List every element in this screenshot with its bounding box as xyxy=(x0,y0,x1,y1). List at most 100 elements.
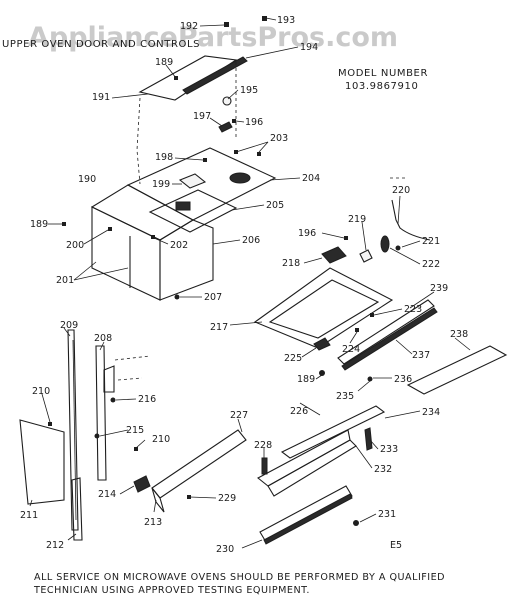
watermark: AppliancePartsPros.com xyxy=(28,22,398,53)
part-208-tab xyxy=(103,365,115,393)
part-204-top-cover xyxy=(126,147,277,221)
part-216-screw xyxy=(110,397,116,403)
section-title: UPPER OVEN DOOR AND CONTROLS xyxy=(2,39,200,50)
label-211: 211 xyxy=(20,510,38,521)
top-trim-assembly xyxy=(136,16,267,185)
part-233-spacer xyxy=(364,427,373,451)
label-198: 198 xyxy=(155,152,173,163)
model-number: 103.9867910 xyxy=(345,81,418,92)
label-205: 205 xyxy=(266,200,284,211)
part-236-screw xyxy=(367,376,373,382)
label-216: 216 xyxy=(138,394,156,405)
label-204: 204 xyxy=(302,173,320,184)
label-235: 235 xyxy=(336,391,354,402)
part-199-bracket xyxy=(178,173,207,189)
side-rails-assembly xyxy=(19,329,151,541)
part-222-switch xyxy=(380,235,390,253)
label-195: 195 xyxy=(240,85,258,96)
part-231-screw xyxy=(353,520,359,526)
label-224: 224 xyxy=(342,344,360,355)
part-238-plate xyxy=(406,345,508,395)
label-190: 190 xyxy=(78,174,96,185)
part-210-screw-a xyxy=(48,422,52,426)
label-213: 213 xyxy=(144,517,162,528)
part-230-handle xyxy=(259,485,353,543)
part-226-trim xyxy=(280,405,386,459)
label-209: 209 xyxy=(60,320,78,331)
part-208-rail xyxy=(95,345,107,481)
part-203-screw-b xyxy=(257,152,261,156)
label-238: 238 xyxy=(450,329,468,340)
label-218: 218 xyxy=(282,258,300,269)
label-189-side: 189 xyxy=(30,219,48,230)
part-225-clip xyxy=(313,337,331,351)
footer-note-line2: TECHNICIAN USING APPROVED TESTING EQUIPM… xyxy=(33,585,310,596)
part-228-hinge xyxy=(261,457,268,475)
label-210-b: 210 xyxy=(152,434,170,445)
part-190-box-front xyxy=(91,206,161,301)
control-panel-assembly xyxy=(62,147,277,301)
page-code: E5 xyxy=(390,540,402,551)
part-207-screw xyxy=(174,294,180,300)
part-221-nut xyxy=(395,245,401,251)
part-210-screw-b xyxy=(134,447,138,451)
part-206-side-panel xyxy=(159,219,214,301)
footer-note-line1: ALL SERVICE ON MICROWAVE OVENS SHOULD BE… xyxy=(34,572,445,583)
part-239-strip xyxy=(337,299,435,365)
label-236: 236 xyxy=(394,374,412,385)
part-200-screw xyxy=(108,227,112,231)
part-196-screw-b xyxy=(344,236,348,240)
label-229: 229 xyxy=(218,493,236,504)
part-196-screw-a xyxy=(232,119,236,123)
label-230: 230 xyxy=(216,544,234,555)
part-215-screw xyxy=(94,433,100,439)
part-217-frame-outer xyxy=(253,267,394,349)
part-189-screw-door xyxy=(319,370,325,376)
part-189-screw-side xyxy=(62,222,66,226)
part-223-screw xyxy=(370,313,374,317)
label-193: 193 xyxy=(277,15,295,26)
part-232-glass-top xyxy=(257,429,351,487)
label-212: 212 xyxy=(46,540,64,551)
label-232: 232 xyxy=(374,464,392,475)
lower-door-assembly xyxy=(133,405,386,545)
part-193-screw xyxy=(262,16,267,21)
label-191: 191 xyxy=(92,92,110,103)
label-194: 194 xyxy=(300,42,318,53)
part-204-opening xyxy=(229,172,251,184)
part-209-long-rail xyxy=(67,329,79,531)
label-196-door: 196 xyxy=(298,228,316,239)
part-227-flange xyxy=(151,487,165,513)
part-230-handle-edge xyxy=(263,493,353,545)
door-frame-assembly xyxy=(253,177,508,395)
label-207: 207 xyxy=(204,292,222,303)
label-231: 231 xyxy=(378,509,396,520)
label-233: 233 xyxy=(380,444,398,455)
label-189-top: 189 xyxy=(155,57,173,68)
part-195-nut xyxy=(222,96,232,106)
label-208: 208 xyxy=(94,333,112,344)
part-205-inner-plate xyxy=(148,189,238,233)
model-label: MODEL NUMBER xyxy=(338,68,428,79)
part-194-trim-strip xyxy=(182,56,248,95)
leader-lines xyxy=(29,17,471,549)
label-239: 239 xyxy=(430,283,448,294)
label-203: 203 xyxy=(270,133,288,144)
label-210-a: 210 xyxy=(32,386,50,397)
label-220: 220 xyxy=(392,185,410,196)
label-215: 215 xyxy=(126,425,144,436)
part-198-screw xyxy=(203,158,207,162)
label-202: 202 xyxy=(170,240,188,251)
label-196-top: 196 xyxy=(245,117,263,128)
label-222: 222 xyxy=(422,259,440,270)
part-219-latch xyxy=(359,249,373,263)
label-199: 199 xyxy=(152,179,170,190)
part-220-wire xyxy=(391,199,431,241)
label-227: 227 xyxy=(230,410,248,421)
label-219: 219 xyxy=(348,214,366,225)
label-223: 223 xyxy=(404,304,422,315)
label-206: 206 xyxy=(242,235,260,246)
part-212-rail-end xyxy=(71,477,83,541)
label-197: 197 xyxy=(193,111,211,122)
